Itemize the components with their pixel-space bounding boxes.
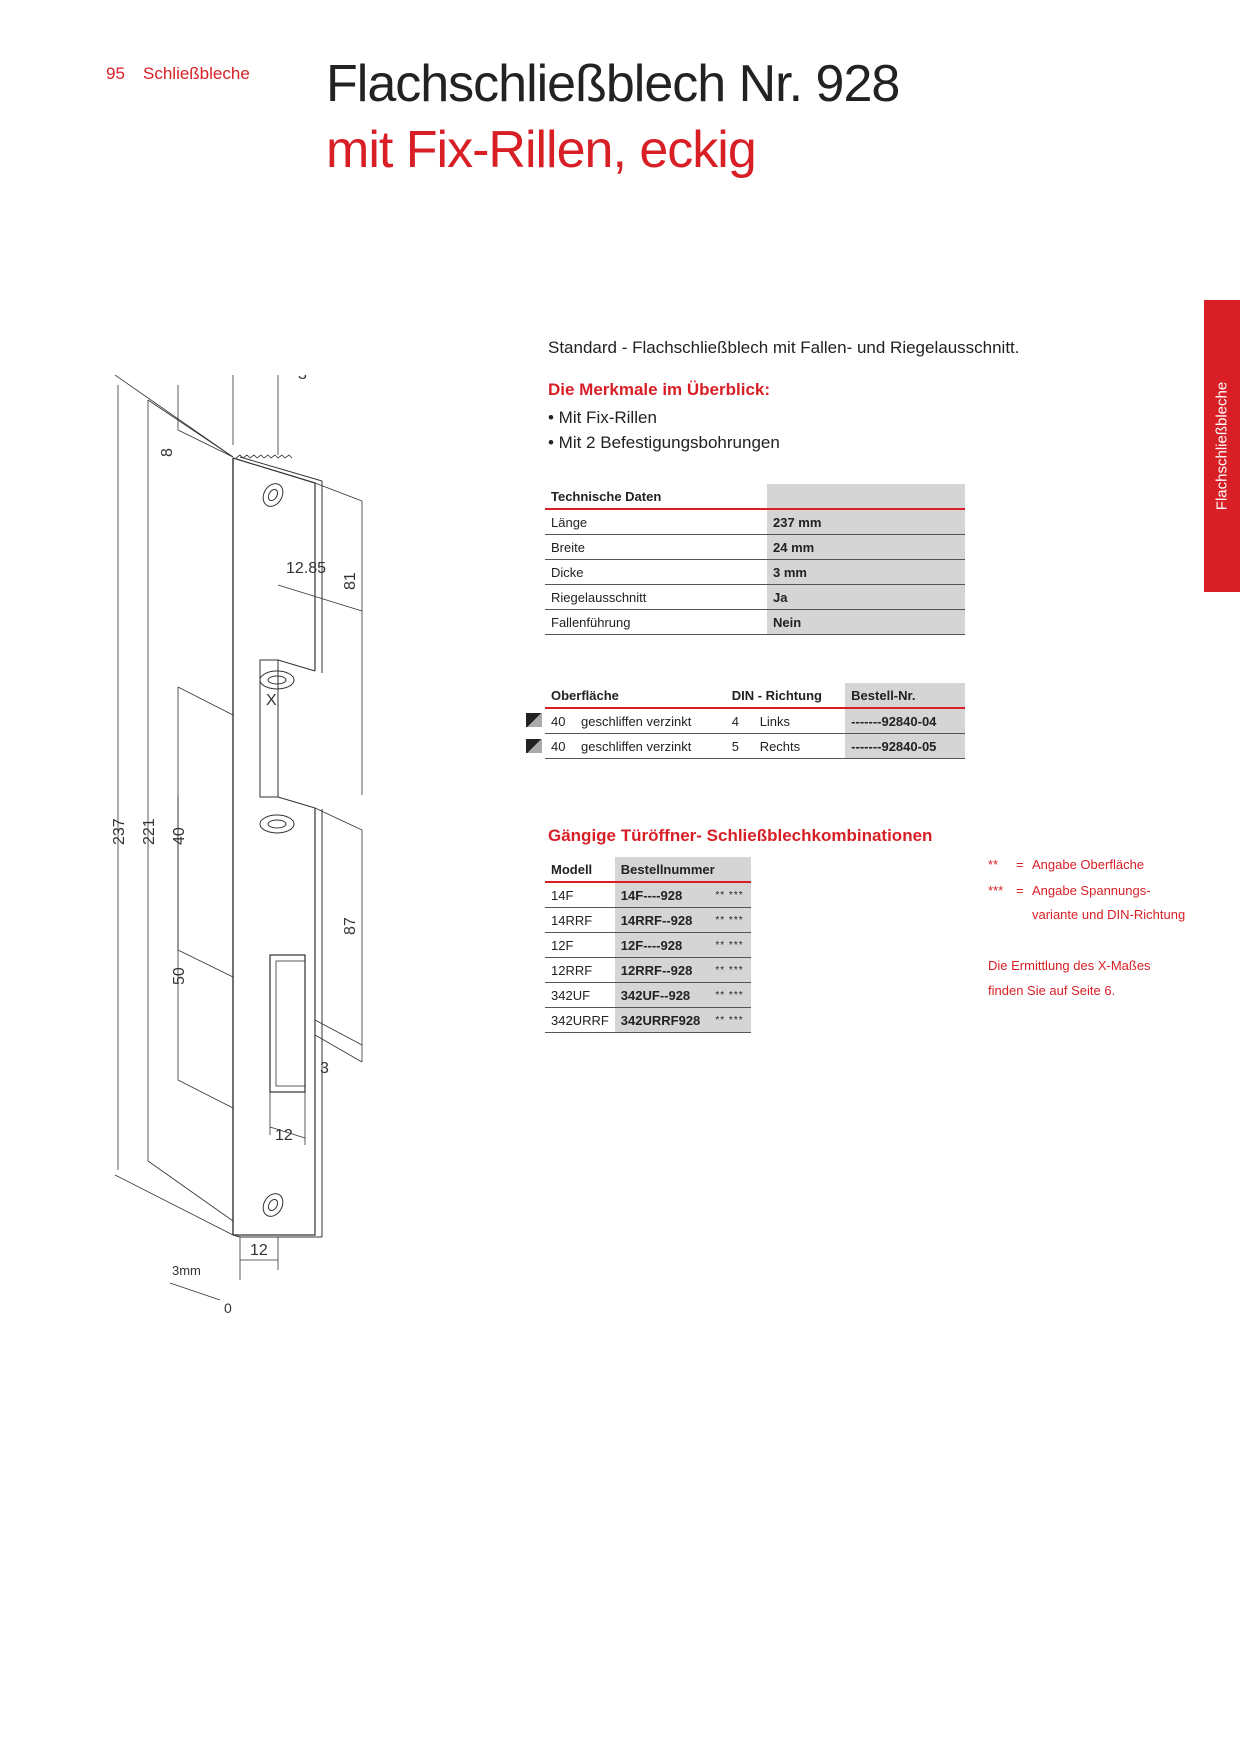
legend-line: variante und DIN-Richtung — [1032, 907, 1186, 922]
dim-x: X — [266, 692, 277, 709]
section-label: Schließbleche — [143, 64, 250, 83]
table-row: 40 geschliffen verzinkt 5 Rechts -------… — [545, 733, 965, 759]
dim-237: 237 — [111, 818, 128, 845]
plate-outline — [232, 454, 323, 1238]
combos-heading: Gängige Türöffner- Schließblechkombinati… — [548, 826, 933, 845]
dim-81: 81 — [342, 572, 359, 590]
dim-12-85: 12.85 — [286, 560, 326, 577]
swatch-icon — [526, 737, 542, 755]
legend-line: **=Angabe Oberfläche — [988, 857, 1145, 872]
dim-3: 3 — [298, 375, 307, 383]
feature-item: • Mit 2 Befestigungsbohrungen — [548, 433, 780, 452]
dim-8: 8 — [159, 448, 176, 457]
swatch-icon — [526, 711, 542, 729]
dim-12: 12 — [275, 1127, 293, 1144]
dim-3b: 3 — [320, 1060, 329, 1077]
note-text: Die Ermittlung des X-Maßes — [988, 958, 1151, 973]
intro-text: Standard - Flachschließblech mit Fallen-… — [548, 338, 1020, 357]
tech-heading-blank — [767, 484, 965, 510]
table-row: 40 geschliffen verzinkt 4 Links -------9… — [545, 708, 965, 734]
fix-grooves — [259, 670, 295, 834]
page-subtitle: mit Fix-Rillen, eckig — [326, 121, 757, 179]
dim-0: 0 — [224, 1300, 232, 1316]
page-number: 95 — [106, 64, 125, 83]
feature-item: • Mit Fix-Rillen — [548, 408, 657, 427]
side-tab[interactable]: Flachschließbleche — [1204, 300, 1240, 592]
dimension-lines — [114, 375, 363, 1301]
dim-40: 40 — [171, 827, 188, 845]
mounting-holes — [262, 483, 284, 1217]
dim-221: 221 — [141, 818, 158, 845]
legend-line: ***=Angabe Spannungs- — [988, 883, 1151, 898]
dim-50: 50 — [171, 967, 188, 985]
side-tab-label: Flachschließbleche — [1213, 381, 1231, 511]
features-heading: Die Merkmale im Überblick: — [548, 380, 771, 399]
technical-drawing: 24 3 8 12.85 81 X 237 221 40 87 50 3 12 … — [111, 375, 363, 1316]
note-text: finden Sie auf Seite 6. — [988, 983, 1116, 998]
page-title: Flachschließblech Nr. 928 — [326, 55, 900, 113]
dim-87: 87 — [342, 917, 359, 935]
dim-12b: 12 — [250, 1242, 268, 1259]
dim-3mm: 3mm — [172, 1263, 201, 1278]
order-table: Oberfläche DIN - Richtung Bestell-Nr. 40… — [545, 683, 965, 759]
tech-heading: Technische Daten — [545, 484, 767, 510]
dimension-labels: 24 3 8 12.85 81 X 237 221 40 87 50 3 12 … — [111, 375, 359, 1316]
